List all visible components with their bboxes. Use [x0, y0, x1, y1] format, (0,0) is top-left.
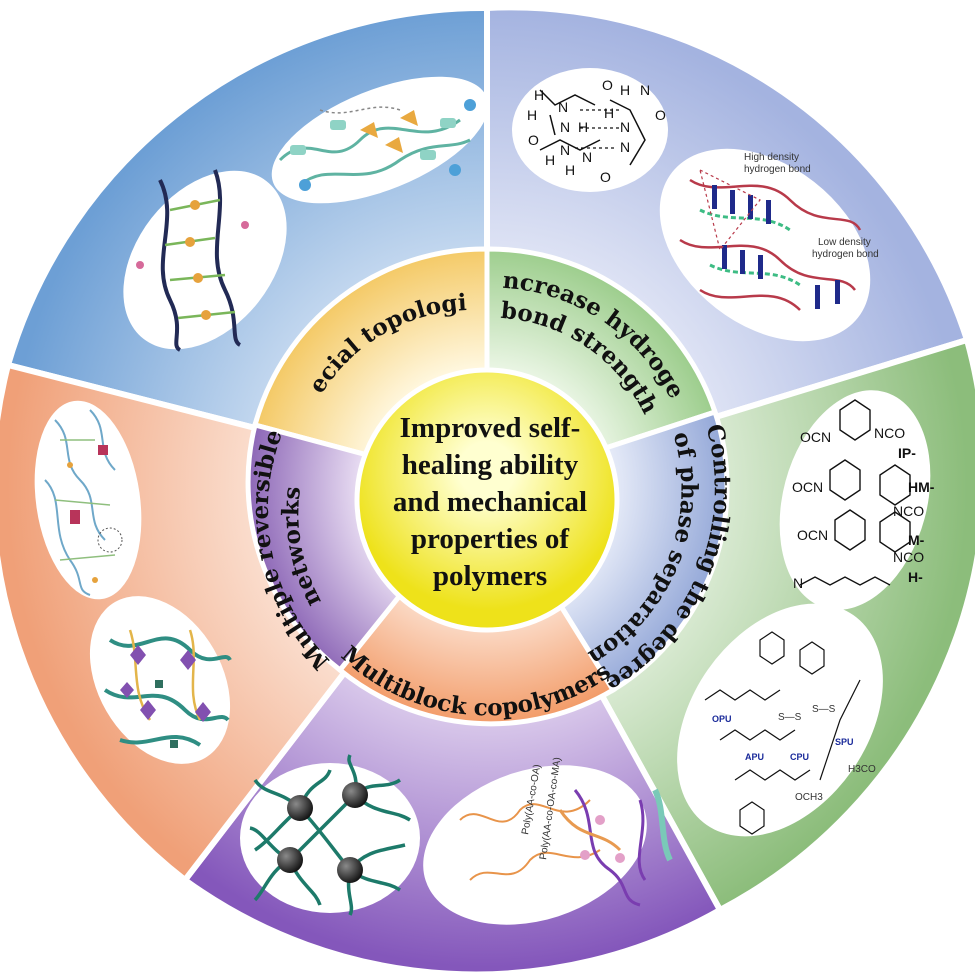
iso-ocn-2: OCN	[792, 479, 823, 495]
illustration-polyurethane: OPU APU CPU SPU S—S S—S OCH3 H3CO	[677, 603, 883, 837]
iso-nco-2: NCO	[893, 503, 924, 519]
high-density-line1: High density	[744, 152, 799, 163]
center-circle	[354, 367, 620, 633]
atom-n-7: N	[582, 149, 592, 165]
atom-n-6: N	[620, 139, 630, 155]
illustration-rotaxane	[271, 76, 489, 204]
iso-n: N	[793, 575, 803, 591]
center-line-3: and mechanical	[393, 486, 587, 518]
center-line-2: healing ability	[402, 449, 579, 481]
pu-ss-1: S—S	[778, 712, 802, 723]
atom-n-5: N	[560, 142, 570, 158]
illustration-chains	[123, 169, 287, 352]
atom-h-7: H	[534, 87, 544, 103]
illustration-hbond-dimer: O H N O N N H N H H O N N H O N H H	[512, 68, 668, 192]
pu-och3: OCH3	[795, 792, 823, 803]
atom-n-1: N	[640, 82, 650, 98]
illustration-copolymer: Poly(AA-co-OA) Poly(AA-co-OA-co-MA)	[423, 757, 673, 925]
atom-h-2: H	[527, 107, 537, 123]
iso-nco-1: NCO	[874, 425, 905, 441]
low-density-line1: Low density	[818, 237, 871, 248]
center-line-4: properties of	[411, 523, 569, 555]
iso-ocn-3: OCN	[797, 527, 828, 543]
pu-apu: APU	[745, 752, 764, 762]
center-title: Improved self- healing ability and mecha…	[393, 412, 587, 592]
iso-m: M-	[908, 532, 925, 548]
atom-h-6: H	[545, 152, 555, 168]
low-density-line2: hydrogen bond	[812, 249, 879, 260]
atom-n-4: N	[560, 119, 570, 135]
illustration-crystal-network	[89, 596, 232, 764]
pu-cpu: CPU	[790, 752, 809, 762]
atom-h-1: H	[620, 82, 630, 98]
pu-spu: SPU	[835, 737, 854, 747]
pu-opu: OPU	[712, 714, 732, 724]
center-line-5: polymers	[433, 560, 547, 592]
atom-n-2: N	[558, 99, 568, 115]
pu-h3co: H3CO	[848, 764, 876, 775]
illustration-isocyanates: OCN NCO IP- OCN HM- NCO OCN M- NCO H- N	[779, 390, 935, 610]
atom-n-3: N	[620, 119, 630, 135]
illustration-reversible-network	[34, 400, 142, 600]
iso-ip: IP-	[898, 445, 916, 461]
center-line-1: Improved self-	[400, 412, 581, 444]
iso-hm: HM-	[908, 479, 935, 495]
iso-nco-3: NCO	[893, 549, 924, 565]
atom-h-5: H	[565, 162, 575, 178]
atom-o-1: O	[602, 77, 613, 93]
atom-h-3: H	[578, 119, 588, 135]
iso-ocn-1: OCN	[800, 429, 831, 445]
high-density-line2: hydrogen bond	[744, 164, 811, 175]
atom-o-2: O	[655, 107, 666, 123]
atom-o-3: O	[528, 132, 539, 148]
atom-h-4: H	[604, 105, 614, 121]
illustration-star-polymer	[240, 754, 420, 916]
iso-h: H-	[908, 569, 923, 585]
illustration-hbond-network: High density hydrogen bond Low density h…	[659, 148, 879, 342]
pu-ss-2: S—S	[812, 704, 836, 715]
atom-o-4: O	[600, 169, 611, 185]
